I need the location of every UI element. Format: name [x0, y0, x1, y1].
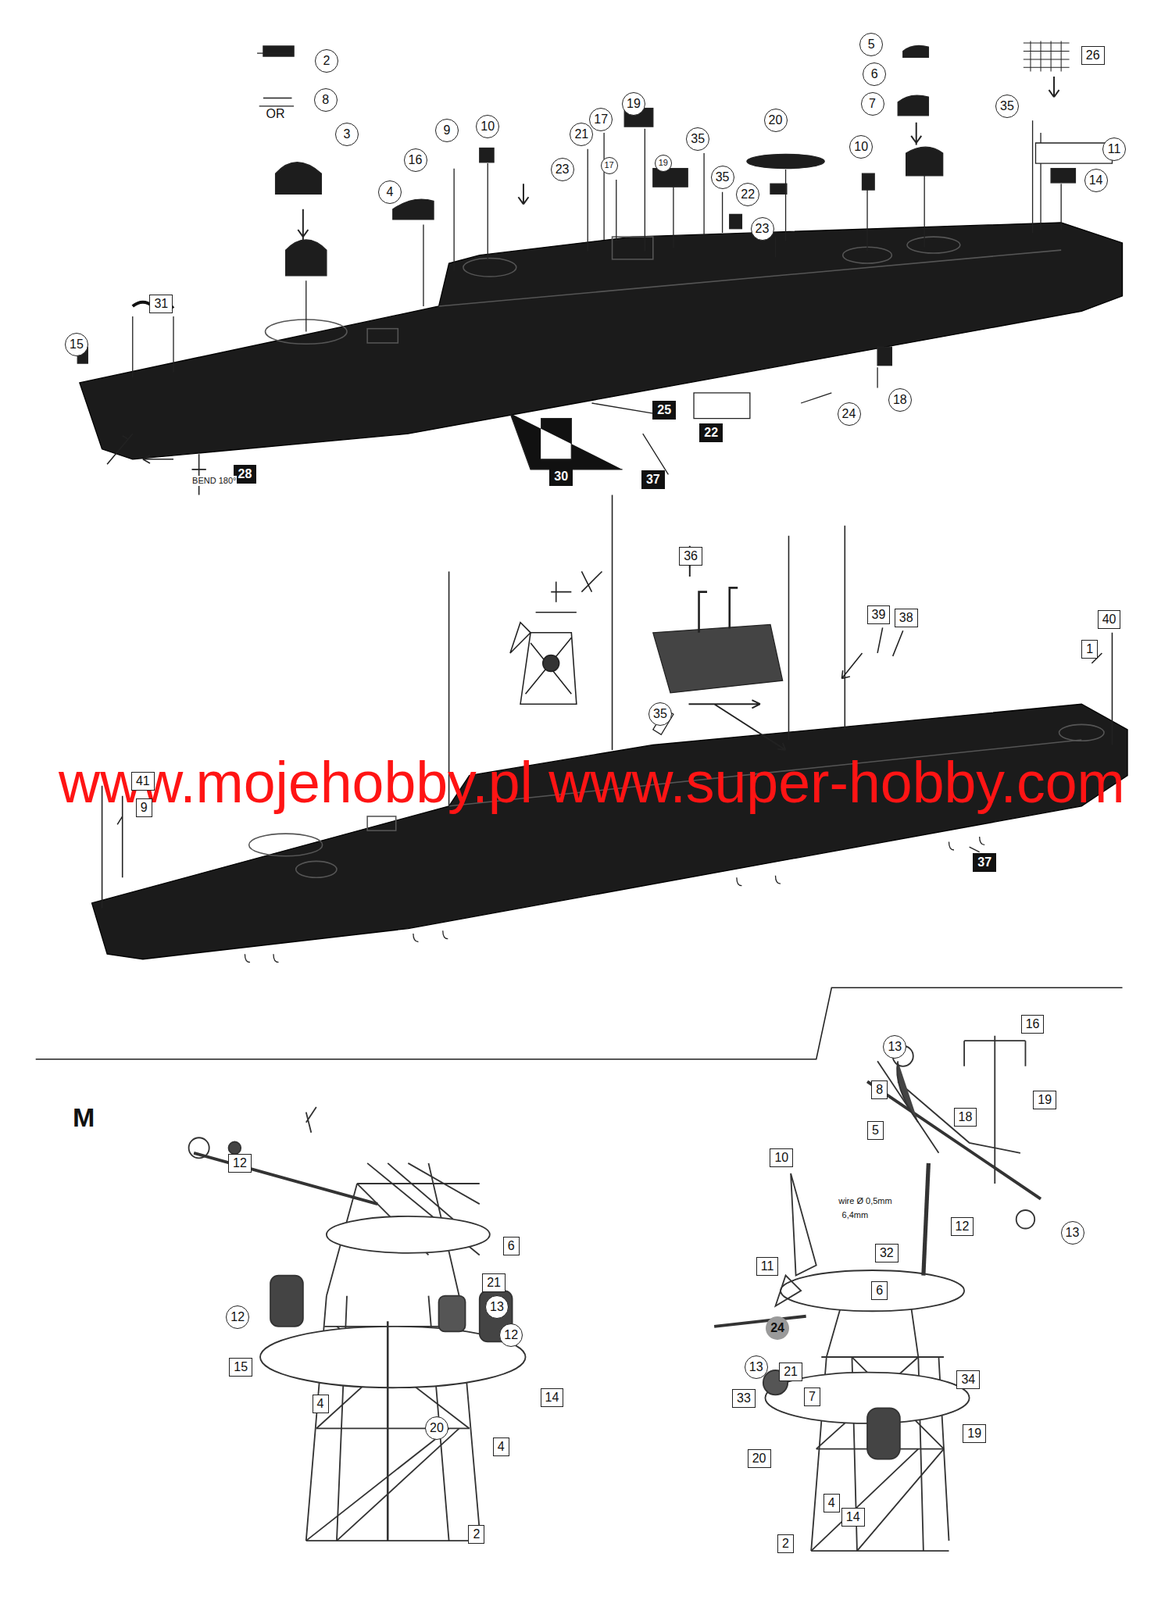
- callout-number: 35: [995, 94, 1019, 118]
- callout-number: 35: [685, 127, 710, 151]
- part-number: 1: [1081, 639, 1098, 659]
- callout-number: 8: [314, 88, 338, 112]
- part-number: 4: [312, 1394, 329, 1414]
- part-number: 9: [135, 798, 153, 818]
- callout-number: 17: [600, 157, 619, 175]
- callout-number: 23: [550, 157, 575, 182]
- callout-number: 12: [499, 1323, 523, 1347]
- note-text: wire Ø 0,5mm: [837, 1196, 893, 1207]
- callout-number: 6: [862, 62, 887, 86]
- callout-number: 4: [378, 180, 402, 204]
- callout-number: 13: [485, 1295, 509, 1319]
- part-number: 21: [482, 1273, 506, 1293]
- part-number: 39: [867, 605, 891, 625]
- callout-number: 10: [849, 135, 873, 159]
- part-number: 11: [756, 1257, 779, 1276]
- callout-number: 35: [648, 702, 672, 726]
- callout-number: 2: [314, 49, 339, 73]
- watermark: www.mojehobby.pl www.super-hobby.com: [58, 754, 1126, 812]
- callout-number: 10: [475, 114, 500, 139]
- part-number: 16: [1021, 1014, 1045, 1034]
- callout-number: 20: [764, 108, 788, 133]
- note-text: OR: [264, 107, 287, 122]
- callout-number: 7: [861, 92, 885, 116]
- photoetch-number: 37: [972, 853, 997, 872]
- part-number: 12: [228, 1154, 252, 1173]
- note-text: 6,4mm: [841, 1210, 870, 1221]
- callout-number: 24: [765, 1316, 790, 1340]
- part-number: 8: [871, 1080, 888, 1100]
- callout-number: 19: [654, 154, 672, 172]
- part-number: 18: [953, 1107, 978, 1127]
- part-number: 20: [747, 1449, 772, 1469]
- part-number: 33: [732, 1389, 756, 1408]
- callout-number: 16: [403, 148, 428, 172]
- note-text: BEND 180°: [191, 475, 237, 486]
- callout-number: 21: [569, 122, 594, 147]
- photoetch-number: 37: [641, 470, 665, 490]
- part-number: 10: [769, 1148, 794, 1168]
- part-number: 12: [950, 1217, 975, 1237]
- part-number: 40: [1097, 610, 1122, 629]
- callout-number: 17: [589, 107, 613, 132]
- callout-number: 14: [1084, 168, 1108, 193]
- callout-number: 5: [859, 32, 883, 57]
- part-number: 7: [803, 1387, 821, 1407]
- part-number: 19: [1032, 1090, 1057, 1110]
- photoetch-number: 30: [549, 467, 573, 486]
- part-number: 21: [778, 1362, 803, 1382]
- part-number: 4: [823, 1493, 840, 1513]
- part-number: 19: [962, 1424, 987, 1444]
- callout-number: 12: [225, 1305, 250, 1330]
- callout-number: 13: [1061, 1221, 1085, 1245]
- part-number: 31: [149, 294, 173, 314]
- callout-number: 11: [1102, 137, 1126, 161]
- part-number: 32: [875, 1243, 899, 1263]
- callout-number: 9: [435, 118, 459, 143]
- callout-number: 13: [882, 1035, 907, 1059]
- callout-number: 3: [335, 122, 359, 147]
- part-number: 6: [503, 1236, 520, 1256]
- callout-number: 23: [750, 217, 775, 241]
- part-number: 2: [468, 1525, 485, 1544]
- part-number: 34: [956, 1370, 980, 1390]
- photoetch-number: 22: [699, 423, 723, 443]
- part-number: 15: [228, 1357, 253, 1377]
- part-number: 5: [867, 1121, 884, 1140]
- part-number: 41: [131, 771, 155, 791]
- callout-number: 35: [710, 165, 735, 190]
- part-number: 36: [678, 546, 703, 566]
- callout-number: 20: [425, 1416, 449, 1440]
- callout-number: 13: [744, 1355, 769, 1380]
- part-number: 2: [777, 1534, 794, 1554]
- part-number: 6: [871, 1281, 888, 1301]
- section-letter: M: [72, 1103, 95, 1131]
- part-number: 14: [540, 1388, 565, 1408]
- part-number: 4: [493, 1437, 510, 1457]
- part-number: 26: [1081, 46, 1105, 65]
- callout-number: 24: [837, 402, 862, 426]
- part-number: 38: [894, 608, 919, 628]
- callout-number: 22: [735, 182, 760, 207]
- photoetch-number: 25: [652, 400, 676, 420]
- callout-number: 19: [621, 92, 646, 116]
- callout-number: 18: [888, 388, 912, 412]
- part-number: 14: [841, 1507, 865, 1527]
